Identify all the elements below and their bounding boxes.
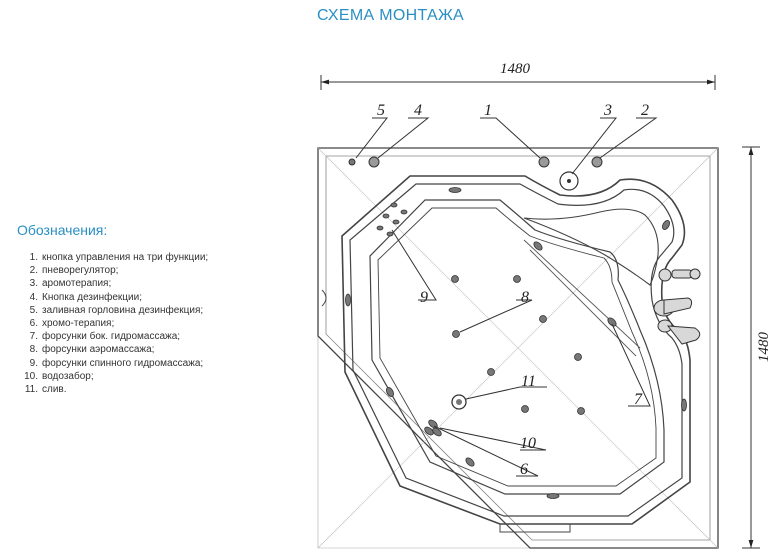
bathtub-outline: [317, 147, 719, 549]
legend-item: 11. слив.: [12, 383, 208, 396]
callout-1: 1: [484, 102, 492, 119]
water-intake-icon: [432, 427, 442, 437]
legend-item-text: форсунки бок. гидромассажа;: [42, 331, 181, 343]
legend-item-number: 3.: [29, 278, 38, 290]
callout-5: 5: [377, 102, 385, 119]
callout-11: 11: [521, 373, 536, 390]
air-jet-icon: [577, 407, 585, 415]
legend-item-number: 4.: [29, 291, 38, 303]
legend-item: 2. пневорегулятор;: [12, 264, 208, 277]
legend-item-number: 6.: [29, 318, 38, 330]
callout-4: 4: [414, 102, 422, 119]
dimension-vertical: 1480: [742, 146, 772, 549]
pneumo-regulator-icon: [591, 156, 603, 168]
legend-item-number: 9.: [29, 357, 38, 369]
legend-item: 6. хромо-терапия;: [12, 317, 208, 330]
legend-item-number: 1.: [29, 252, 38, 263]
legend-item-text: заливная горловина дезинфекция;: [42, 304, 204, 316]
jets: [345, 187, 687, 499]
callout-3: 3: [603, 102, 612, 119]
legend-item-text: аромотерапия;: [42, 278, 112, 290]
air-jet-icon: [451, 275, 459, 283]
control-button-icon: [538, 156, 550, 168]
filler-neck-icon: [348, 158, 356, 166]
legend-item: 10. водозабор;: [12, 370, 208, 383]
legend-title: Обозначения:: [17, 222, 108, 238]
dimension-horizontal: 1480: [320, 61, 716, 90]
legend-item: 4. Кнопка дезинфекции;: [12, 291, 208, 304]
legend-item-number: 11.: [24, 384, 38, 396]
callout-numbers: 5 4 1 3 2 9 8 7 11 10 6: [377, 102, 649, 478]
callout-6: 6: [520, 461, 528, 478]
legend-item-number: 7.: [29, 331, 38, 343]
legend-item-number: 5.: [29, 304, 38, 316]
legend-item-text: слив.: [42, 384, 67, 396]
disinfection-button-icon: [368, 156, 380, 168]
air-jet-icon: [521, 405, 529, 413]
dimension-depth-label: 1480: [756, 332, 772, 363]
air-jet-icon: [487, 368, 495, 376]
air-jet-icon: [513, 275, 521, 283]
legend-item-text: хромо-терапия;: [42, 318, 115, 330]
legend-item-text: форсунки спинного гидромассажа;: [42, 357, 204, 369]
legend-item: 5. заливная горловина дезинфекция;: [12, 304, 208, 317]
legend-item-text: водозабор;: [42, 370, 94, 382]
page-title: СХЕМА МОНТАЖА: [316, 7, 465, 24]
callout-8: 8: [521, 289, 529, 306]
legend-item: 1. кнопка управления на три функции;: [12, 251, 209, 264]
legend-item-text: форсунки аэромассажа;: [42, 344, 155, 356]
panel-controls: [348, 156, 603, 191]
air-jet-icon: [452, 330, 460, 338]
callout-10: 10: [520, 435, 536, 452]
legend-item: 9. форсунки спинного гидромассажа;: [12, 357, 208, 370]
legend-item-number: 2.: [29, 265, 38, 277]
faucet-icon: [653, 268, 701, 345]
legend-item: 7. форсунки бок. гидромассажа;: [12, 330, 208, 343]
callout-9: 9: [420, 289, 428, 306]
callout-7: 7: [634, 391, 643, 408]
legend-list: 1. кнопка управления на три функции; 2. пн…: [12, 251, 208, 396]
legend-item-number: 8.: [29, 344, 38, 356]
legend-item-text: кнопка управления на три функции;: [42, 252, 209, 263]
legend-item: 3. аромотерапия;: [12, 277, 208, 290]
legend-item-text: Кнопка дезинфекции;: [42, 291, 142, 303]
legend-item-number: 10.: [24, 370, 38, 382]
callout-2: 2: [641, 102, 649, 119]
air-jet-icon: [539, 315, 547, 323]
leader-lines: [355, 117, 658, 477]
dimension-width-label: 1480: [500, 61, 531, 77]
legend-item: 8. форсунки аэромассажа;: [12, 343, 208, 356]
legend-item-text: пневорегулятор;: [42, 265, 119, 277]
air-jet-icon: [574, 353, 582, 361]
